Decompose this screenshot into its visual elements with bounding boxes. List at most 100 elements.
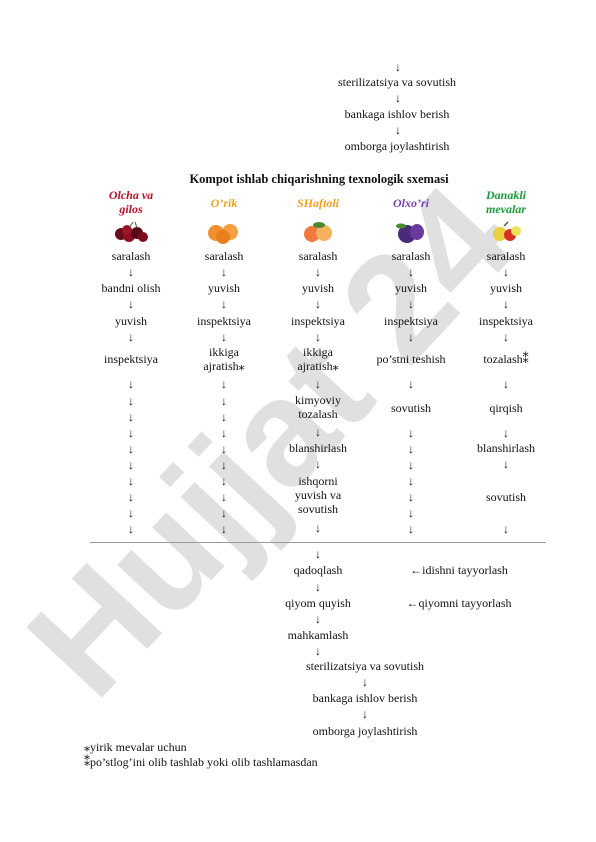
column-header-line: mevalar [485,202,526,216]
arrow: ↓ [128,377,134,391]
step-cooling: sovutish [485,490,527,504]
arrow: ↓ [221,265,227,279]
arrow: ↓ [503,457,509,471]
step-line: yuvish va [294,488,342,502]
step-washing: yuvish [301,281,335,295]
step-washing: yuvish [207,281,241,295]
arrow: ↓ [315,265,321,279]
step-inspection: inspektsiya [291,314,345,328]
arrow: ↓ [221,506,227,520]
arrow: ↓ [128,410,134,424]
arrow: ↓ [408,458,414,472]
column-header-cherry: Olcha va gilos [109,188,153,216]
column-header-stone-fruit: Danakli mevalar [486,188,526,216]
arrow: ↓ [362,707,368,721]
arrow: ↓ [221,490,227,504]
arrow: ↓ [362,675,368,689]
arrow: ↓ [315,377,321,391]
step-sterilization: sterilizatsiya va sovutish [338,75,456,89]
watermark-text: Hujjat 24 [0,155,545,727]
column-header-peach: SHaftoli [296,196,340,210]
arrow: ↓ [128,458,134,472]
arrow: ↓ [315,521,321,535]
arrow: ↓ [221,474,227,488]
arrow: ↓ [315,425,321,439]
step-cleaning: tozalash⁑ [483,352,529,366]
arrow: ↓ [395,60,401,74]
step-cutting: qirqish [489,401,523,415]
step-blanching: blanshirlash [477,441,535,455]
arrow: ↓ [503,265,509,279]
arrow: ↓ [128,394,134,408]
step-storage: omborga joylashtirish [344,139,450,153]
arrow: ↓ [221,377,227,391]
step-jar-processing: bankaga ishlov berish [344,107,450,121]
arrow: ↓ [408,522,414,536]
step-packing: qadoqlash [293,563,343,577]
arrow: ↓ [315,297,321,311]
arrow: ↓ [315,644,321,658]
step-inspection: inspektsiya [197,314,251,328]
step-blanching: blanshirlash [289,441,347,455]
arrow: ↓ [315,457,321,471]
peach-image [304,222,332,242]
arrow: ↓ [315,330,321,344]
step-line: tozalash [298,407,338,421]
step-syrup-prep: ←qiyomni tayyorlash [406,596,512,610]
arrow: ↓ [128,426,134,440]
step-line: sovutish [297,502,338,516]
arrow: ↓ [221,426,227,440]
arrow: ↓ [408,426,414,440]
step-syrup-pouring: qiyom quyish [285,596,351,610]
step-washing: yuvish [114,314,148,328]
page-title: Kompot ishlab chiqarishning texnologik s… [189,172,449,186]
plum-image [396,223,424,243]
arrow: ↓ [315,547,321,561]
arrow: ↓ [221,330,227,344]
arrow: ↓ [408,490,414,504]
arrow: ↓ [503,522,509,536]
arrow: ↓ [408,330,414,344]
arrow: ↓ [503,426,509,440]
arrow: ↓ [503,330,509,344]
divider [90,542,546,543]
step-container-prep: ←idishni tayyorlash [410,563,508,577]
arrow: ↓ [408,474,414,488]
step-line: ishqorni [298,474,338,488]
arrow: ↓ [221,458,227,472]
stone-fruit-image [493,221,521,241]
step-line: ikkiga [208,345,239,359]
step-inspection: inspektsiya [479,314,533,328]
step-line: ajratish⁎ [203,359,245,373]
footnote: ⁎yirik mevalar uchun [84,740,187,754]
step-cooling: sovutish [390,401,432,415]
arrow: ↓ [408,297,414,311]
arrow: ↓ [128,442,134,456]
arrow: ↓ [128,490,134,504]
step-skin-pricking: po’stni teshish [376,352,446,366]
arrow: ↓ [221,394,227,408]
arrow: ↓ [395,123,401,137]
arrow: ↓ [408,506,414,520]
step-line: ikkiga [302,345,333,359]
step-sorting: saralash [391,249,431,263]
step-sorting: saralash [298,249,338,263]
step-sterilization: sterilizatsiya va sovutish [306,659,424,673]
apricot-image [208,224,238,244]
step-inspection: inspektsiya [384,314,438,328]
arrow: ↓ [221,297,227,311]
arrow: ↓ [221,522,227,536]
step-inspection: inspektsiya [104,352,158,366]
arrow: ↓ [408,265,414,279]
arrow: ↓ [128,522,134,536]
arrow: ↓ [128,506,134,520]
column-header-line: Olcha va [108,188,154,202]
step-jar-processing: bankaga ishlov berish [312,691,418,705]
column-header-line: Danakli [485,188,527,202]
arrow: ↓ [221,410,227,424]
arrow: ↓ [128,297,134,311]
